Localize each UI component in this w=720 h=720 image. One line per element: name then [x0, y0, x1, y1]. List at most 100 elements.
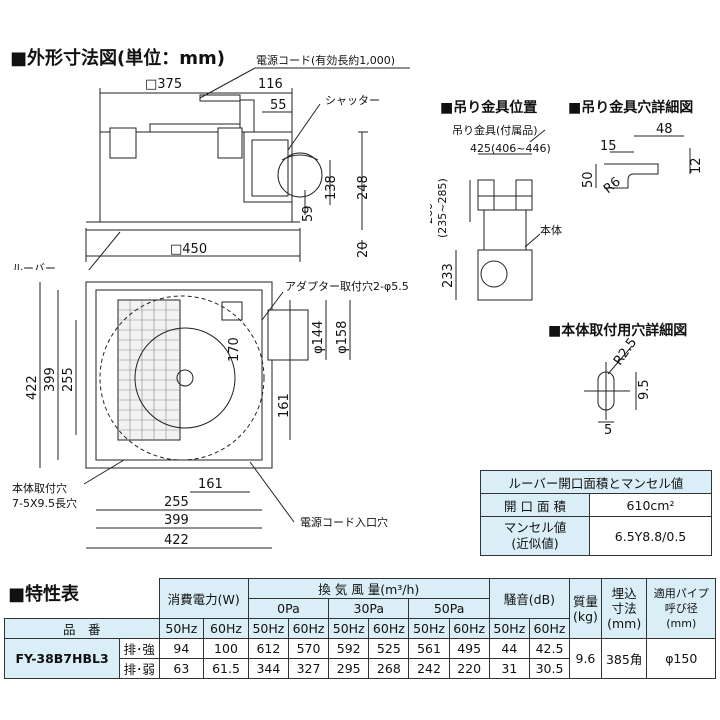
table-cell: 61.5 — [203, 658, 249, 679]
table-cell: 100 — [203, 638, 249, 659]
shutter-label: シャッター — [325, 94, 380, 107]
hz-cell: 50Hz — [328, 618, 370, 639]
table-cell: 344 — [247, 658, 289, 679]
body-hole-drawing: R2.5 9.5 5 — [584, 336, 652, 436]
dim-5: 5 — [604, 423, 612, 436]
hz-cell: 60Hz — [368, 618, 410, 639]
pressure-50pa: 50Pa — [408, 598, 490, 619]
munsell-label-1: マンセル値 — [503, 520, 567, 535]
pressure-30pa: 30Pa — [328, 598, 410, 619]
munsell-label-2: (近似値) — [511, 536, 559, 551]
side-view-drawing: □375 116 55 248 138 59 20 □450 電源コード(有効長… — [12, 53, 410, 270]
embed-header: 埋込 寸法 (mm) — [600, 578, 648, 639]
hanger-hole-drawing: 48 15 12 50 R6 — [581, 122, 704, 197]
cord-label: 電源コード(有効長約1,000) — [256, 53, 395, 67]
dim-r6: R6 — [601, 174, 624, 197]
embed-header-1: 埋込 — [611, 586, 637, 601]
hz-cell: 60Hz — [287, 618, 330, 639]
table-cell: 561 — [408, 638, 450, 659]
table-cell: 612 — [247, 638, 289, 659]
table-cell: 592 — [328, 638, 370, 659]
dim-375: □375 — [145, 77, 182, 92]
body-label: 本体 — [540, 223, 562, 237]
dim-9-5: 9.5 — [637, 379, 652, 400]
spec-table: 消費電力(W) 換 気 風 量(m³/h) 騒音(dB) 質量 (kg) 埋込 … — [3, 578, 716, 679]
dim-450: □450 — [170, 242, 207, 257]
noise-header: 騒音(dB) — [488, 578, 571, 619]
dim-255-horizontal: 255 — [164, 495, 189, 510]
mass-header-1: 質量 — [572, 593, 598, 609]
pipe-header-2: 呼び径 — [664, 602, 698, 615]
airflow-header: 換 気 風 量(m³/h) — [247, 578, 490, 599]
area-label: 開 口 面 積 — [479, 493, 591, 517]
hz-cell: 60Hz — [528, 618, 571, 639]
embed-header-2: 寸法 — [611, 601, 637, 616]
table-cell: 525 — [368, 638, 410, 659]
dim-399-vertical: 399 — [43, 367, 58, 392]
model-header: 品 番 — [4, 618, 160, 639]
spec-blank — [4, 578, 160, 619]
pipe-header-1: 適用パイプ — [653, 587, 709, 600]
dim-422-horizontal: 422 — [164, 533, 189, 548]
body-hole-label-1: 本体取付穴 — [12, 481, 67, 495]
dim-r25: R2.5 — [611, 336, 640, 368]
table-cell: 44 — [488, 638, 530, 659]
dim-255-vertical: 255 — [61, 367, 76, 392]
table-cell: 570 — [287, 638, 330, 659]
hanger-position-heading: ■吊り金具位置 — [440, 100, 538, 116]
hz-cell: 50Hz — [488, 618, 530, 639]
table-cell: 220 — [448, 658, 490, 679]
dim-15: 15 — [600, 139, 617, 154]
mass-header-2: (kg) — [572, 608, 598, 624]
louver-table: ルーバー開口面積とマンセル値 開 口 面 積 610cm² マンセル値 (近似値… — [479, 470, 712, 556]
power-header: 消費電力(W) — [158, 578, 249, 619]
dim-phi144: φ144 — [311, 321, 326, 354]
louver-table-title: ルーバー開口面積とマンセル値 — [480, 470, 712, 494]
dim-59: 59 — [301, 205, 316, 222]
mass-value: 9.6 — [569, 638, 602, 679]
pipe-value: φ150 — [646, 638, 716, 679]
embed-value: 385角 — [600, 638, 648, 679]
dim-12: 12 — [689, 157, 704, 174]
table-cell: 268 — [368, 658, 410, 679]
dim-425: 425(406~446) — [470, 142, 551, 155]
munsell-value: 6.5Y8.8/0.5 — [589, 516, 712, 556]
dim-260-range: (235~285) — [436, 178, 449, 238]
dim-161-vertical: 161 — [277, 393, 292, 418]
louver-label: ルーバー — [12, 262, 56, 270]
adapter-hole-label: アダプター取付穴2-φ5.5 — [285, 279, 409, 293]
dim-138: 138 — [324, 175, 339, 200]
hz-cell: 50Hz — [247, 618, 289, 639]
embed-header-3: (mm) — [607, 616, 642, 631]
pipe-header: 適用パイプ 呼び径 (mm) — [646, 578, 716, 639]
body-hole-heading: ■本体取付用穴詳細図 — [548, 323, 688, 339]
model-name: FY-38B7HBL3 — [3, 638, 121, 679]
dim-399-horizontal: 399 — [164, 513, 189, 528]
dim-260: 260 — [430, 203, 435, 224]
hz-cell: 60Hz — [448, 618, 490, 639]
dim-20: 20 — [356, 241, 371, 258]
mode-weak: 排･弱 — [119, 658, 160, 679]
dim-170: 170 — [227, 337, 242, 362]
body-hole-label-2: 7-5X9.5長穴 — [12, 496, 77, 510]
table-cell: 495 — [448, 638, 490, 659]
cord-entry-label: 電源コード入口穴 — [300, 515, 388, 529]
hanger-position-drawing: 吊り金具(付属品) 425(406~446) 260 (235~285) 本体 … — [430, 123, 562, 301]
bottom-view-drawing: 422 399 255 170 161 φ144 φ158 161 255 39… — [12, 279, 409, 549]
dim-phi158: φ158 — [335, 321, 350, 354]
fitting-label: 吊り金具(付属品) — [452, 123, 538, 137]
table-cell: 327 — [287, 658, 330, 679]
hz-cell: 50Hz — [158, 618, 205, 639]
table-cell: 63 — [158, 658, 205, 679]
mass-header: 質量 (kg) — [569, 578, 602, 639]
dim-116: 116 — [258, 77, 283, 92]
table-cell: 42.5 — [528, 638, 571, 659]
pipe-header-3: (mm) — [666, 617, 697, 630]
table-cell: 94 — [158, 638, 205, 659]
table-cell: 30.5 — [528, 658, 571, 679]
munsell-label: マンセル値 (近似値) — [479, 516, 591, 556]
hanger-hole-heading: ■吊り金具穴詳細図 — [568, 100, 694, 116]
dim-48: 48 — [656, 122, 673, 137]
mode-strong: 排･強 — [119, 638, 160, 659]
pressure-0pa: 0Pa — [247, 598, 330, 619]
